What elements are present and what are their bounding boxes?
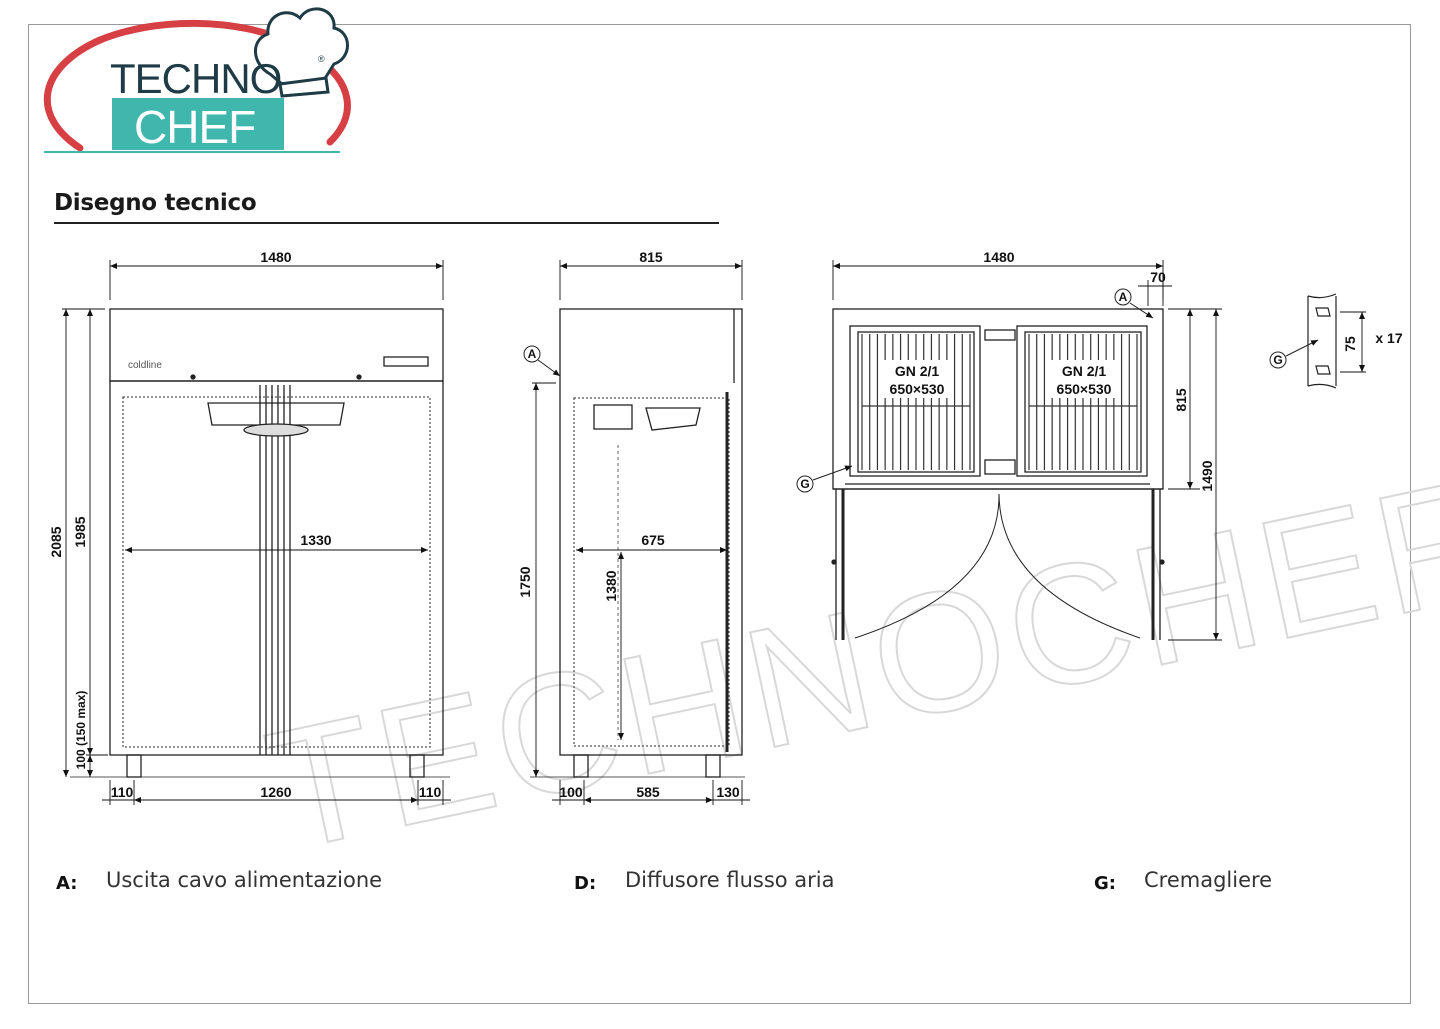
side-inner-height: 1380 — [603, 570, 619, 601]
chef-hat-icon — [254, 7, 349, 98]
top-offset: 70 — [1150, 269, 1166, 285]
front-body-height: 1985 — [72, 516, 88, 547]
top-marker-a: A — [1119, 290, 1128, 304]
top-width: 1480 — [983, 249, 1014, 265]
side-overall-depth: 815 — [639, 249, 663, 265]
side-rear-offset: 100 — [559, 784, 583, 800]
legend-key-g: G: — [1094, 873, 1116, 894]
legend-value-d: Diffusore flusso aria — [625, 868, 835, 892]
side-view — [530, 308, 745, 778]
front-overall-height: 2085 — [48, 526, 64, 557]
front-left-foot: 110 — [111, 784, 134, 800]
top-marker-g: G — [800, 477, 809, 491]
top-depth-open: 1490 — [1199, 460, 1215, 491]
shelf-left-line2: 650×530 — [890, 381, 945, 397]
legend-key-a: A: — [56, 873, 78, 894]
front-inner-width: 1330 — [300, 532, 331, 548]
detail-pitch: 75 — [1342, 336, 1358, 352]
side-inner-depth: 675 — [641, 532, 665, 548]
legend-value-a: Uscita cavo alimentazione — [106, 868, 383, 892]
logo-line2: CHEF — [134, 101, 255, 153]
shelf-right-line1: GN 2/1 — [1062, 363, 1107, 379]
side-marker-a: A — [528, 347, 537, 361]
section-rule — [54, 222, 719, 224]
front-view — [70, 308, 450, 778]
technochef-logo: TECHNO CHEF ® — [43, 7, 351, 153]
side-height: 1750 — [517, 566, 533, 597]
top-view — [831, 308, 1165, 640]
top-depth: 815 — [1173, 388, 1189, 412]
watermark-text: TECHNOCHEF.IT — [253, 402, 1440, 887]
legend-value-g: Cremagliere — [1144, 868, 1273, 892]
legend-key-d: D: — [574, 873, 597, 894]
side-door-offset: 130 — [716, 784, 740, 800]
section-title: Disegno tecnico — [54, 190, 257, 216]
side-base-depth: 585 — [636, 784, 660, 800]
shelf-right-line2: 650×530 — [1057, 381, 1112, 397]
page-frame — [28, 24, 1411, 1004]
detail-count: x 17 — [1375, 330, 1402, 346]
detail-marker-g: G — [1273, 353, 1282, 367]
detail-g — [1307, 293, 1337, 389]
front-base-width: 1260 — [260, 784, 291, 800]
front-right-foot: 110 — [419, 784, 442, 800]
front-overall-width: 1480 — [260, 249, 291, 265]
shelf-left-line1: GN 2/1 — [895, 363, 940, 379]
front-foot-height: 100 (150 max) — [74, 691, 88, 770]
logo-line1: TECHNO — [110, 55, 281, 102]
registered-mark: ® — [318, 54, 325, 64]
front-brand-label: coldline — [128, 360, 162, 371]
